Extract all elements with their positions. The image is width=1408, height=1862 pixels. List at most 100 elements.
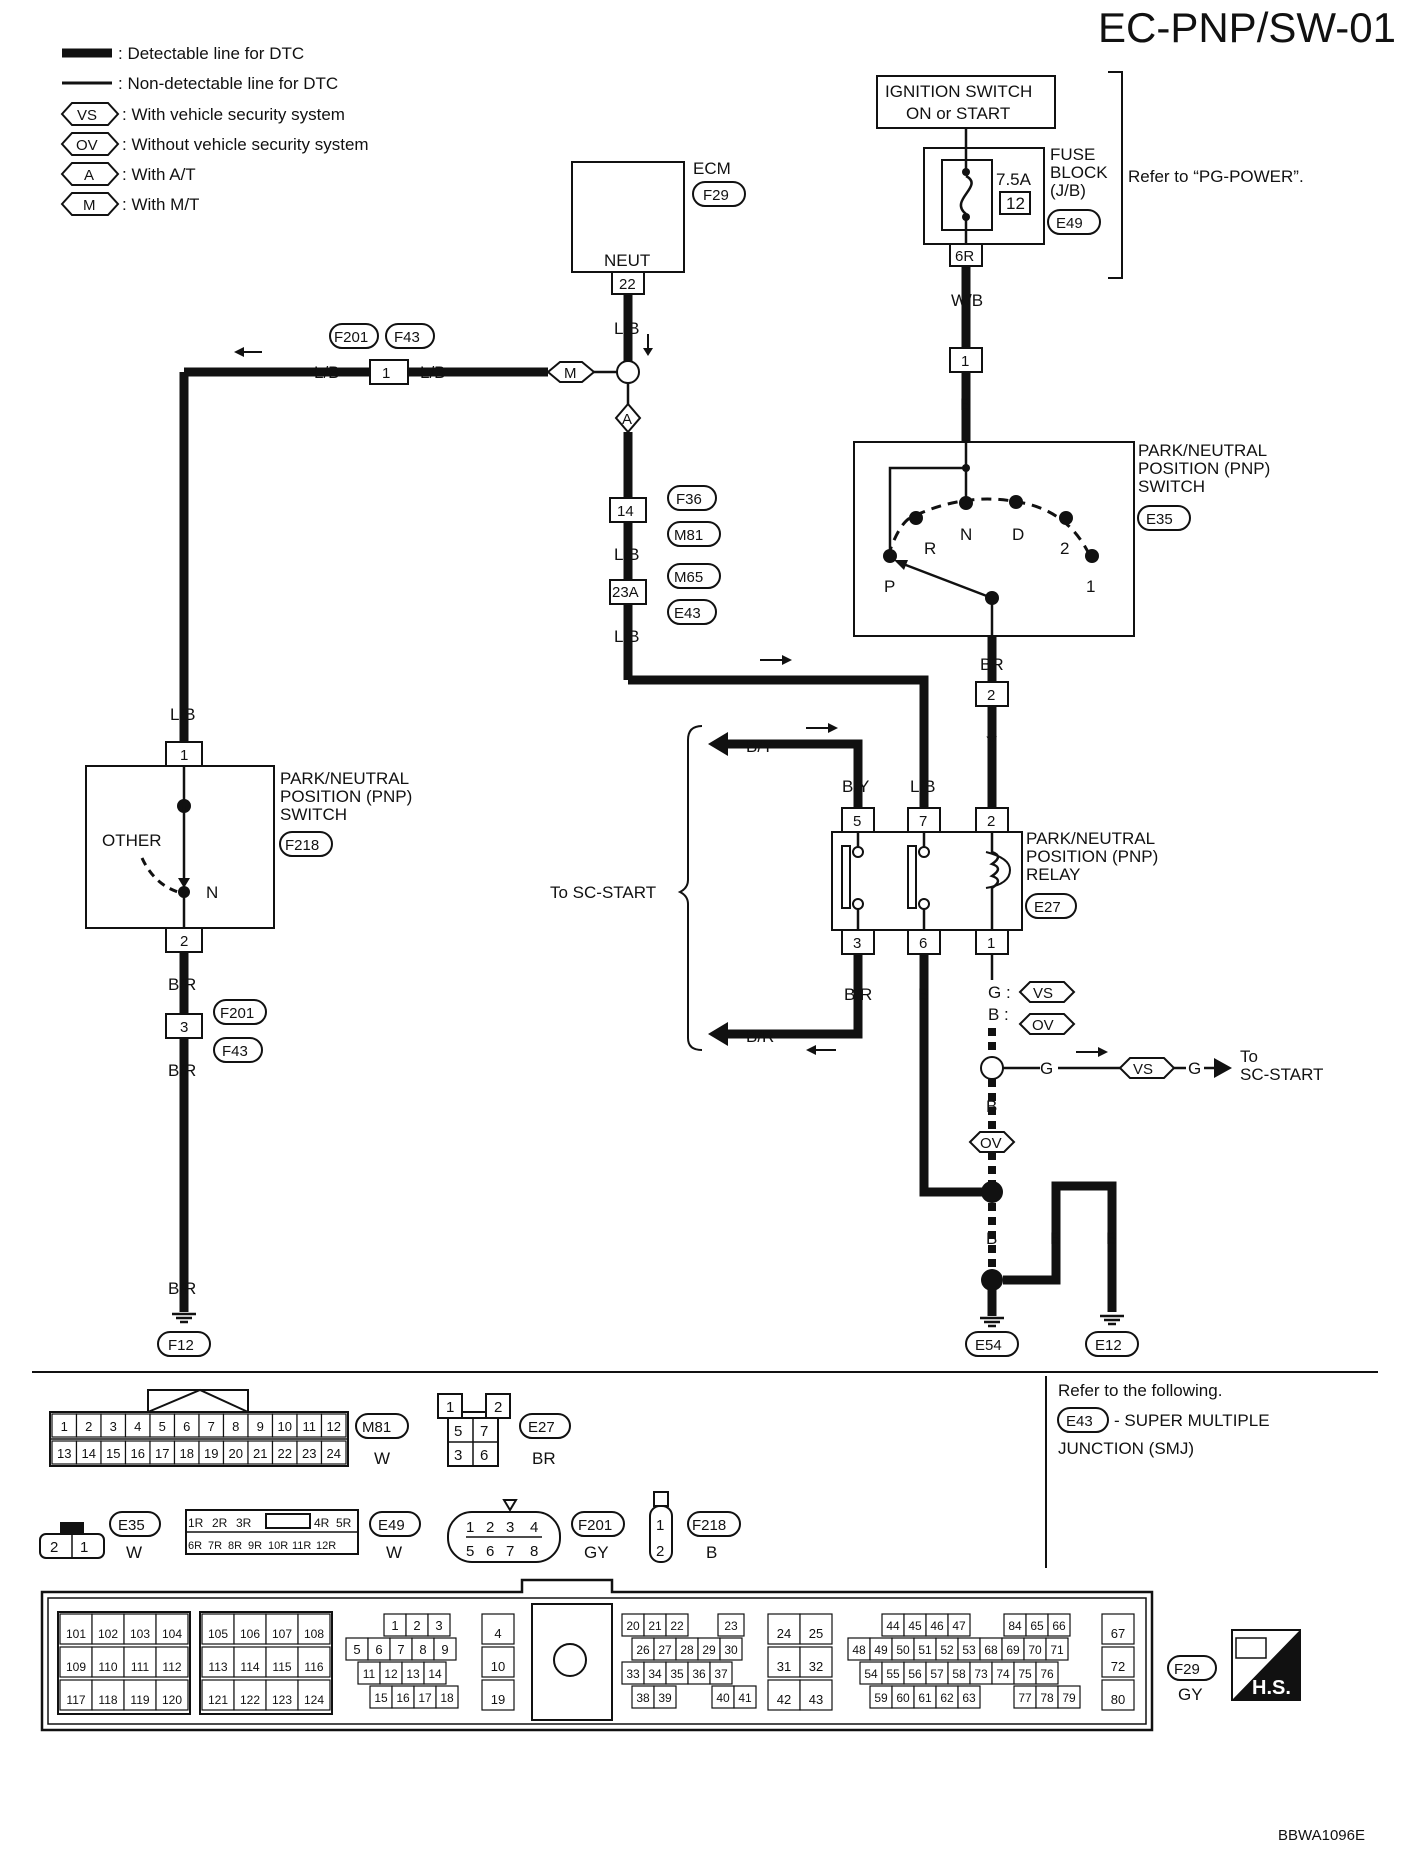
vs-symbol: VS: [77, 107, 97, 124]
svg-text:73: 73: [974, 1667, 988, 1681]
svg-text:61: 61: [918, 1691, 932, 1705]
svg-text:L/B: L/B: [614, 627, 640, 646]
svg-text:110: 110: [98, 1660, 117, 1674]
svg-text:35: 35: [670, 1667, 684, 1681]
svg-text:2: 2: [50, 1539, 58, 1556]
svg-text:F43: F43: [222, 1043, 248, 1060]
svg-text:B/Y: B/Y: [746, 737, 773, 756]
svg-text:11: 11: [303, 1419, 317, 1434]
svg-text:34: 34: [648, 1667, 662, 1681]
svg-text:122: 122: [240, 1693, 260, 1707]
m-symbol: M: [83, 197, 96, 214]
pnp-switch-e35: R N D 2 P 1 PARK/NEUTRAL POSITION (PNP) …: [853, 441, 1270, 637]
svg-text:20: 20: [229, 1446, 243, 1461]
svg-text:9R: 9R: [248, 1540, 262, 1552]
svg-text:E12: E12: [1095, 1337, 1122, 1354]
svg-text:L/B: L/B: [314, 363, 340, 382]
svg-text:26: 26: [636, 1643, 650, 1657]
svg-text:B/R: B/R: [746, 1027, 774, 1046]
svg-text:E43: E43: [1066, 1413, 1093, 1430]
svg-text:107: 107: [272, 1627, 292, 1641]
svg-text:50: 50: [896, 1643, 910, 1657]
svg-text:W: W: [126, 1543, 142, 1562]
svg-text:L/B: L/B: [614, 319, 640, 338]
svg-text:65: 65: [1030, 1619, 1044, 1633]
svg-text:5: 5: [454, 1423, 462, 1440]
svg-text:10: 10: [278, 1419, 292, 1434]
ignition-switch: IGNITION SWITCH ON or START: [876, 75, 1056, 129]
svg-text:W/B: W/B: [951, 291, 983, 310]
svg-text:RELAY: RELAY: [1026, 865, 1081, 884]
svg-text:21: 21: [648, 1619, 662, 1633]
svg-text:- SUPER MULTIPLE: - SUPER MULTIPLE: [1114, 1411, 1270, 1430]
svg-text:G: G: [1188, 1059, 1201, 1078]
svg-text:B: B: [1106, 1229, 1117, 1248]
conn-face-m81: 113214315416517618719820921102211231224 …: [49, 1388, 409, 1468]
svg-text:101: 101: [66, 1627, 86, 1641]
svg-text:7: 7: [919, 813, 927, 830]
svg-text:M65: M65: [674, 569, 703, 586]
svg-text:51: 51: [918, 1643, 932, 1657]
svg-text:VS: VS: [1133, 1061, 1153, 1078]
svg-text:B: B: [918, 985, 929, 1004]
svg-text:ON or START: ON or START: [906, 104, 1010, 123]
svg-text:113: 113: [208, 1660, 227, 1674]
svg-text:63: 63: [962, 1691, 976, 1705]
svg-text:H.S.: H.S.: [1252, 1677, 1291, 1699]
svg-text:F29: F29: [703, 187, 729, 204]
svg-text:PARK/NEUTRAL: PARK/NEUTRAL: [280, 769, 409, 788]
svg-text:PARK/NEUTRAL: PARK/NEUTRAL: [1138, 441, 1267, 460]
svg-text:BR: BR: [532, 1449, 556, 1468]
svg-text:4: 4: [134, 1419, 141, 1434]
svg-text:11R: 11R: [292, 1540, 311, 1552]
svg-text:POSITION (PNP): POSITION (PNP): [280, 787, 412, 806]
svg-text:29: 29: [702, 1643, 716, 1657]
svg-text:(J/B): (J/B): [1050, 181, 1086, 200]
svg-text:SWITCH: SWITCH: [1138, 477, 1205, 496]
legend-a: : With A/T: [122, 165, 196, 184]
svg-text:F201: F201: [578, 1517, 612, 1534]
svg-text:24: 24: [327, 1446, 341, 1461]
svg-text:6: 6: [183, 1419, 190, 1434]
svg-text:6: 6: [486, 1543, 494, 1560]
svg-text:7R: 7R: [208, 1540, 222, 1552]
svg-text:POSITION (PNP): POSITION (PNP): [1138, 459, 1270, 478]
svg-text:R: R: [924, 539, 936, 558]
svg-text:B: B: [960, 395, 971, 414]
svg-text:17: 17: [418, 1691, 432, 1705]
svg-text:53: 53: [962, 1643, 976, 1657]
svg-text:3: 3: [180, 1019, 188, 1036]
svg-text:14: 14: [82, 1446, 96, 1461]
svg-text:112: 112: [162, 1660, 181, 1674]
ground-f12: F12: [157, 1312, 211, 1357]
ov-symbol: OV: [76, 137, 98, 154]
splice-g: [980, 1056, 1004, 1080]
svg-text:GY: GY: [1178, 1685, 1203, 1704]
svg-text:76: 76: [1040, 1667, 1054, 1681]
svg-text:3: 3: [853, 935, 861, 952]
pnp-relay-e27: 5 7 2 3 6 1 PARK/NEUTRAL POSITION (PNP) …: [831, 807, 1158, 955]
svg-text:33: 33: [626, 1667, 640, 1681]
svg-text:36: 36: [692, 1667, 706, 1681]
svg-text:38: 38: [636, 1691, 650, 1705]
svg-text:4: 4: [494, 1626, 501, 1641]
svg-text:32: 32: [809, 1659, 823, 1674]
svg-text:To: To: [1240, 1047, 1258, 1066]
svg-text:52: 52: [940, 1643, 954, 1657]
svg-text:106: 106: [240, 1627, 260, 1641]
svg-text:103: 103: [130, 1627, 150, 1641]
svg-text:54: 54: [864, 1667, 878, 1681]
svg-text:L/B: L/B: [420, 363, 446, 382]
svg-text:BLOCK: BLOCK: [1050, 163, 1108, 182]
svg-text:3: 3: [506, 1519, 514, 1536]
svg-text:E27: E27: [1034, 899, 1061, 916]
svg-text:4: 4: [530, 1519, 538, 1536]
svg-text:1: 1: [987, 935, 995, 952]
svg-text:M81: M81: [362, 1419, 391, 1436]
svg-text:72: 72: [1111, 1659, 1125, 1674]
svg-text:23: 23: [724, 1619, 738, 1633]
svg-text:3R: 3R: [236, 1516, 252, 1530]
svg-text:12: 12: [327, 1419, 341, 1434]
